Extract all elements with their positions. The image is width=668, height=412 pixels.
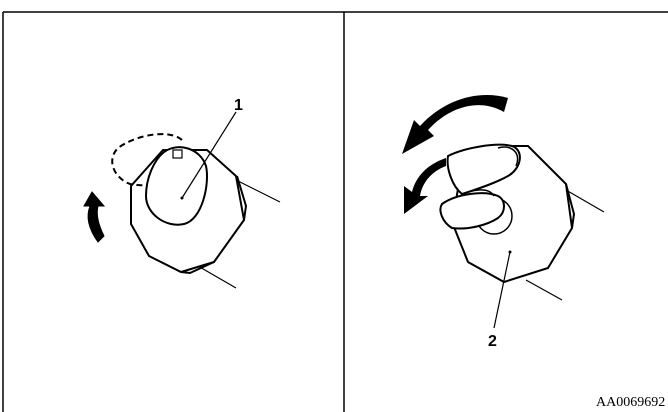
callout-label-1: 1: [234, 97, 243, 114]
curved-arrow-left-icon: [404, 158, 446, 214]
figure-code: AA0069692: [596, 395, 665, 410]
cap-handle-left: [144, 146, 208, 226]
callout-leader-1: [181, 111, 237, 199]
callout-leader-2: [493, 251, 511, 329]
callout-label-2: 2: [488, 333, 497, 350]
hand-turning-cap: [439, 143, 521, 230]
curved-arrow-counterclockwise-icon: [83, 191, 106, 243]
right-panel: 2: [402, 95, 605, 350]
curved-arrow-left-icon: [402, 95, 508, 154]
figure-frame: [2, 11, 668, 412]
left-panel: 1: [83, 97, 281, 289]
